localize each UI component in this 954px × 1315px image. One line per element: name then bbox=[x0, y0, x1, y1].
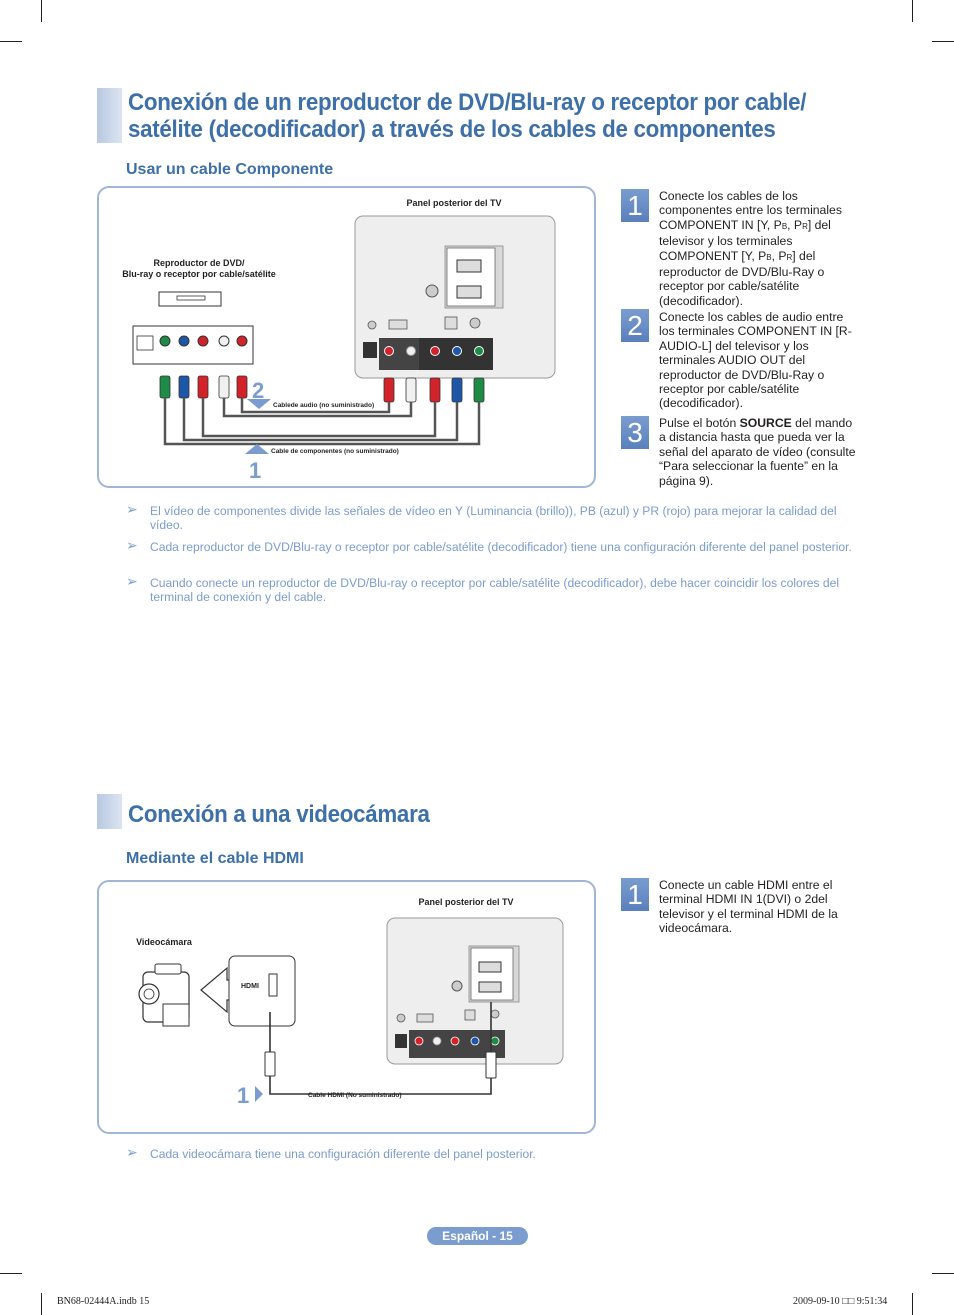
dvd-jack-audio-l bbox=[218, 335, 230, 347]
crop-mark bbox=[0, 1273, 22, 1274]
device-label: Videocámara bbox=[136, 937, 192, 947]
note-arrow-icon: ➢ bbox=[126, 537, 138, 553]
tv-jack-y bbox=[474, 346, 484, 356]
step-number: 1 bbox=[621, 878, 649, 911]
device-plugs bbox=[159, 375, 248, 399]
note-item: ➢ Cuando conecte un reproductor de DVD/B… bbox=[126, 573, 856, 604]
section-title-bar bbox=[97, 88, 122, 143]
section-title: Conexión a una videocámara bbox=[128, 801, 430, 828]
note-text: Cuando conecte un reproductor de DVD/Blu… bbox=[150, 576, 840, 604]
zoom-arrow bbox=[200, 966, 232, 1014]
tv-jack-pb bbox=[452, 346, 462, 356]
note-item: ➢ Cada videocámara tiene una configuraci… bbox=[126, 1144, 856, 1162]
crop-mark bbox=[912, 0, 913, 22]
arrow-down-marker bbox=[247, 399, 271, 409]
tv-hdmi-port-2 bbox=[478, 981, 502, 993]
note-text: El vídeo de componentes divide las señal… bbox=[150, 504, 837, 532]
device-label: Reproductor de DVD/ Blu-ray o receptor p… bbox=[99, 258, 299, 280]
section-subtitle: Usar un cable Componente bbox=[126, 161, 334, 178]
section-subtitle: Mediante el cable HDMI bbox=[126, 850, 304, 867]
component-diagram-panel: 2 1 Panel posterior del TV Reproductor d… bbox=[97, 186, 596, 488]
note-arrow-icon: ➢ bbox=[126, 573, 138, 589]
section-title-line: satélite (decodificador) a través de los… bbox=[128, 116, 776, 143]
hdmi-cable bbox=[269, 1012, 492, 1095]
tv-plugs bbox=[383, 377, 485, 403]
step-number: 1 bbox=[621, 189, 649, 222]
device-label-line: Reproductor de DVD/ bbox=[153, 258, 245, 268]
file-info: BN68-02444A.indb 15 bbox=[57, 1296, 150, 1307]
step-number: 2 bbox=[621, 309, 649, 342]
marker-audio: 2 bbox=[252, 378, 264, 403]
tv-hdmi-port-1 bbox=[478, 961, 502, 973]
dvd-jack-pr bbox=[197, 335, 209, 347]
step-text: Conecte los cables de los componentes en… bbox=[659, 189, 842, 308]
page-number-badge: Español - 15 bbox=[427, 1227, 528, 1245]
tv-panel-label: Panel posterior del TV bbox=[418, 897, 514, 907]
section-title-line: Conexión de un reproductor de DVD/Blu-ra… bbox=[128, 89, 807, 116]
crop-mark bbox=[0, 41, 22, 42]
hdmi-plug-tv bbox=[485, 1051, 497, 1079]
note-item: ➢ Cada reproductor de DVD/Blu-ray o rece… bbox=[126, 537, 856, 555]
dvd-jack-audio-r bbox=[236, 335, 248, 347]
section-title: Conexión de un reproductor de DVD/Blu-ra… bbox=[128, 89, 806, 143]
arrow-up-marker bbox=[245, 444, 269, 454]
note-text: Cada videocámara tiene una configuración… bbox=[150, 1147, 536, 1161]
crop-mark bbox=[41, 0, 42, 22]
crop-mark bbox=[912, 1293, 913, 1315]
note-text: Cada reproductor de DVD/Blu-ray o recept… bbox=[150, 540, 852, 554]
tv-panel-label: Panel posterior del TV bbox=[406, 198, 502, 208]
note-item: ➢ El vídeo de componentes divide las señ… bbox=[126, 501, 856, 532]
marker-hdmi: 1 bbox=[237, 1083, 249, 1108]
crop-mark bbox=[932, 41, 954, 42]
step-text: Pulse el botón SOURCE del mando a distan… bbox=[659, 416, 856, 488]
note-arrow-icon: ➢ bbox=[126, 501, 138, 517]
hdmi-cable-label: Cable HDMI (No suministrado) bbox=[308, 1092, 402, 1099]
crop-mark bbox=[932, 1273, 954, 1274]
crop-mark bbox=[41, 1293, 42, 1315]
note-arrow-icon: ➢ bbox=[126, 1144, 138, 1160]
step-number: 3 bbox=[621, 416, 649, 449]
section-title-bar bbox=[97, 794, 122, 829]
audio-cable bbox=[222, 398, 413, 418]
hdmi-diagram-panel: 1 Panel posterior del TV Videocámara HDM… bbox=[97, 880, 596, 1134]
camcorder-icon bbox=[138, 963, 190, 1027]
tv-jack-audio-r bbox=[384, 346, 394, 356]
tv-jack-pr bbox=[430, 346, 440, 356]
audio-cable-label: Cablede audio (no suministrado) bbox=[273, 402, 375, 409]
hdmi-plug-device bbox=[264, 1051, 276, 1077]
device-label-line: Blu-ray o receptor por cable/satélite bbox=[122, 269, 276, 279]
step-text: Conecte un cable HDMI entre el terminal … bbox=[659, 878, 838, 936]
dvd-jack-y bbox=[159, 335, 171, 347]
arrow-right-marker bbox=[255, 1086, 263, 1102]
component-connection-diagram: 2 1 bbox=[132, 215, 556, 483]
step-text: Conecte los cables de audio entre los te… bbox=[659, 310, 852, 411]
camcorder-port-label: HDMI bbox=[241, 983, 259, 990]
camcorder-hdmi-port-callout bbox=[228, 955, 296, 1027]
component-cable bbox=[163, 398, 481, 446]
hdmi-connection-diagram: 1 bbox=[138, 917, 564, 1108]
dvd-jack-pb bbox=[178, 335, 190, 347]
component-cable-label: Cable de componentes (no suministrado) bbox=[271, 448, 399, 455]
marker-component: 1 bbox=[249, 458, 261, 483]
tv-jack-audio-l bbox=[406, 346, 416, 356]
print-timestamp: 2009-09-10 □□ 9:51:34 bbox=[793, 1296, 888, 1307]
